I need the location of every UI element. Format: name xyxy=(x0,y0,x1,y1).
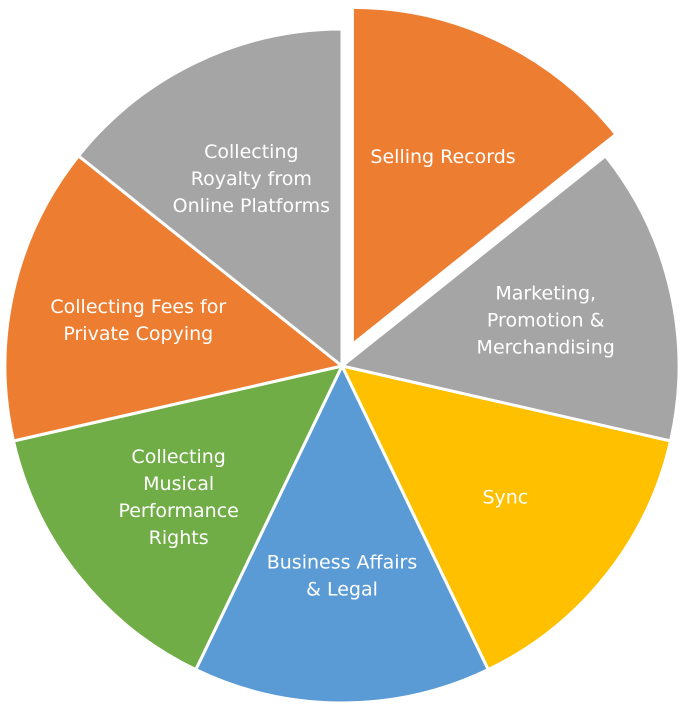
pie-slice-collecting-fees-for-private-copying xyxy=(3,154,344,443)
pie-label-selling-records: Selling Records xyxy=(370,146,515,168)
pie-slice-business-affairs-and-legal xyxy=(194,364,490,705)
pie-label-sync: Sync xyxy=(482,486,528,508)
pie-label-business-affairs-and-legal: Business Affairs& Legal xyxy=(267,551,418,600)
pie-slice-selling-records xyxy=(350,5,618,346)
pie-slice-collecting-royalty-from-online-platforms xyxy=(77,27,344,368)
pie-slice-collecting-musical-performance-rights xyxy=(11,364,344,672)
pie-label-marketing-promotion-and-merchandising: Marketing,Promotion &Merchandising xyxy=(477,283,615,359)
pie-slice-marketing-promotion-and-merchandising xyxy=(340,154,681,443)
pie-slice-sync xyxy=(340,364,673,672)
